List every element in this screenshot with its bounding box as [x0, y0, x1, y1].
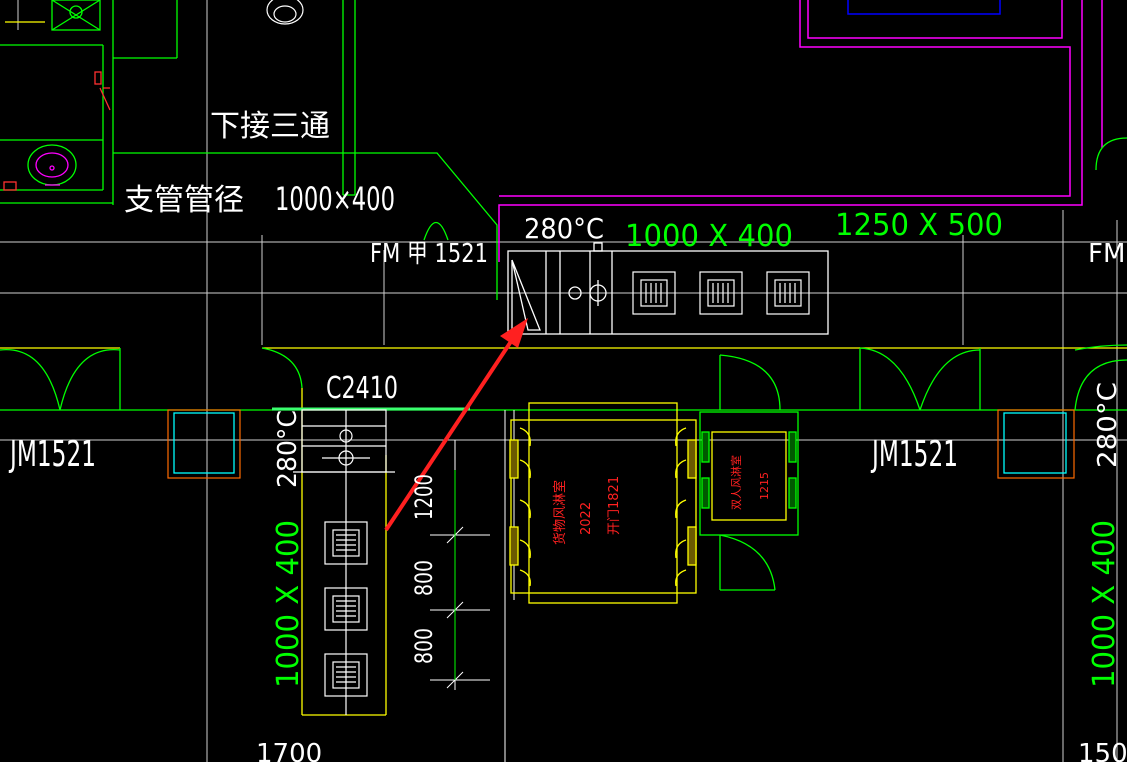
label-branch-size: 1000×400 — [275, 180, 395, 218]
label-fire-damper: FM 甲 1521 — [370, 239, 488, 269]
label-temp-right: 280°C — [1093, 382, 1123, 468]
room-walls-magenta — [498, 0, 1103, 262]
vertical-branch-duct — [293, 409, 395, 715]
label-dim-800-a: 800 — [410, 560, 438, 596]
door-arc-top-right — [1095, 137, 1127, 171]
label-room2-size: 1215 — [758, 472, 771, 500]
label-room1-door: 开门1821 — [607, 476, 622, 535]
label-jm-right: JM1521 — [871, 434, 958, 475]
label-down-tee: 下接三通 — [210, 109, 330, 144]
label-duct-top-1: 1000 X 400 — [625, 219, 793, 254]
label-dim-800-b: 800 — [410, 628, 438, 664]
vertical-pipes — [342, 0, 356, 196]
pipe-fitting-icon — [266, 0, 304, 25]
red-annotation-arrow — [384, 318, 528, 532]
label-duct-vertical-right: 1000 X 400 — [1087, 520, 1122, 688]
label-room2-name: 双人风淋室 — [729, 455, 743, 510]
label-room1-size: 2022 — [579, 502, 594, 535]
label-branch-size-caption: 支管管径 — [124, 183, 244, 218]
supply-air-diffusers-top — [632, 271, 810, 315]
label-jm-left: JM1521 — [9, 434, 96, 475]
label-temp-top: 280°C — [524, 212, 604, 245]
label-room1-name: 货物风淋室 — [552, 480, 568, 545]
label-duct-top-2: 1250 X 500 — [835, 208, 1003, 243]
columns — [167, 409, 1075, 479]
label-dim-1200: 1200 — [410, 474, 438, 520]
supply-air-diffusers-left — [324, 521, 368, 697]
blue-frame — [847, 0, 1001, 15]
label-duct-vertical-left: 1000 X 400 — [271, 520, 306, 688]
label-temp-left: 280°C — [273, 410, 303, 488]
branch-duct-outline — [113, 152, 498, 300]
label-fire-damper-right: FM — [1088, 239, 1125, 269]
label-damper-c: C2410 — [326, 371, 398, 406]
label-dim-1500: 1500 — [1078, 739, 1127, 762]
label-dim-1700: 1700 — [256, 739, 322, 762]
personnel-air-shower-room — [699, 411, 799, 536]
dimension-lines — [430, 410, 515, 762]
toilet-room-fixtures — [0, 0, 178, 205]
main-duct-assembly — [507, 242, 829, 335]
cargo-air-shower-room — [509, 402, 697, 604]
